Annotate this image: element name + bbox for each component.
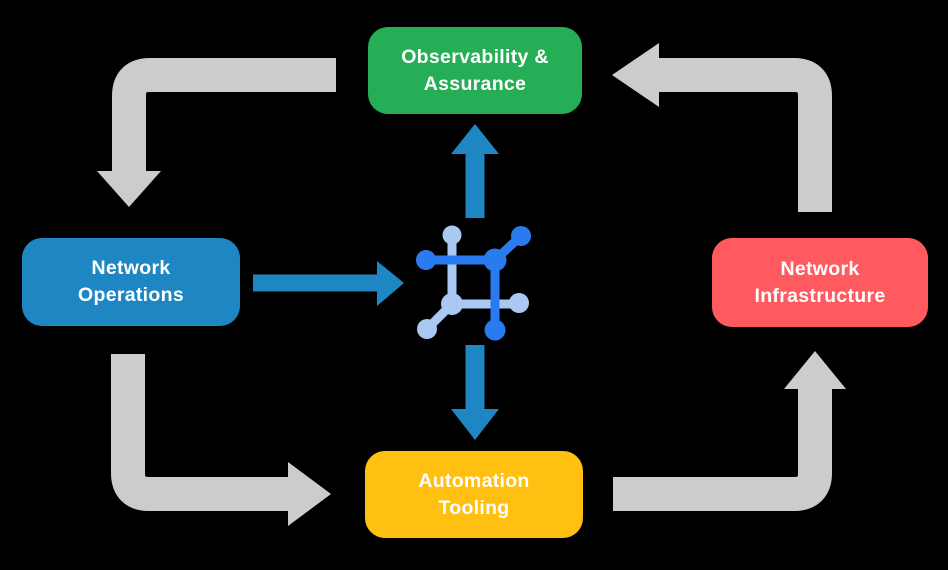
node-label-line: Operations [78, 284, 184, 306]
arrow-head-right [377, 261, 404, 306]
arrow-infrastructure-to-observability [612, 43, 832, 212]
node-label-line: Infrastructure [754, 284, 886, 307]
arrow-center-to-automation [451, 345, 499, 440]
node-label-line: Automation [418, 469, 530, 492]
arrow-center-to-observability [451, 124, 499, 218]
node-label-line: Observability & [401, 45, 549, 68]
node-label-line: Network [91, 257, 171, 279]
arrow-operations-to-automation [111, 354, 331, 526]
arrow-shaft [112, 58, 336, 173]
node-automation-tooling: Automation Tooling [365, 451, 583, 538]
arrow-automation-to-infrastructure [613, 351, 846, 511]
arrow-operations-to-center [253, 261, 404, 306]
arrow-shaft [613, 388, 832, 511]
network-mesh-icon [416, 225, 531, 341]
node-label-line: Tooling [438, 496, 510, 519]
arrow-observability-to-operations [97, 58, 336, 207]
node-label-line: Network [780, 257, 860, 280]
arrow-head-up [784, 351, 846, 389]
arrow-head-down [451, 409, 499, 440]
arrow-head-up [451, 124, 499, 154]
node-network-operations: Network Operations [22, 238, 240, 326]
network-mesh-icon-light-part [417, 225, 529, 339]
arrow-shaft [658, 58, 832, 212]
network-mesh-icon-dark-part [416, 226, 531, 341]
arrow-head-left [612, 43, 659, 107]
node-network-infrastructure: Network Infrastructure [712, 238, 928, 327]
arrow-head-right [288, 462, 331, 526]
node-observability-assurance: Observability & Assurance [368, 27, 582, 114]
node-label-line: Assurance [423, 72, 527, 95]
arrow-head-down [97, 171, 161, 207]
arrow-shaft [111, 354, 289, 511]
